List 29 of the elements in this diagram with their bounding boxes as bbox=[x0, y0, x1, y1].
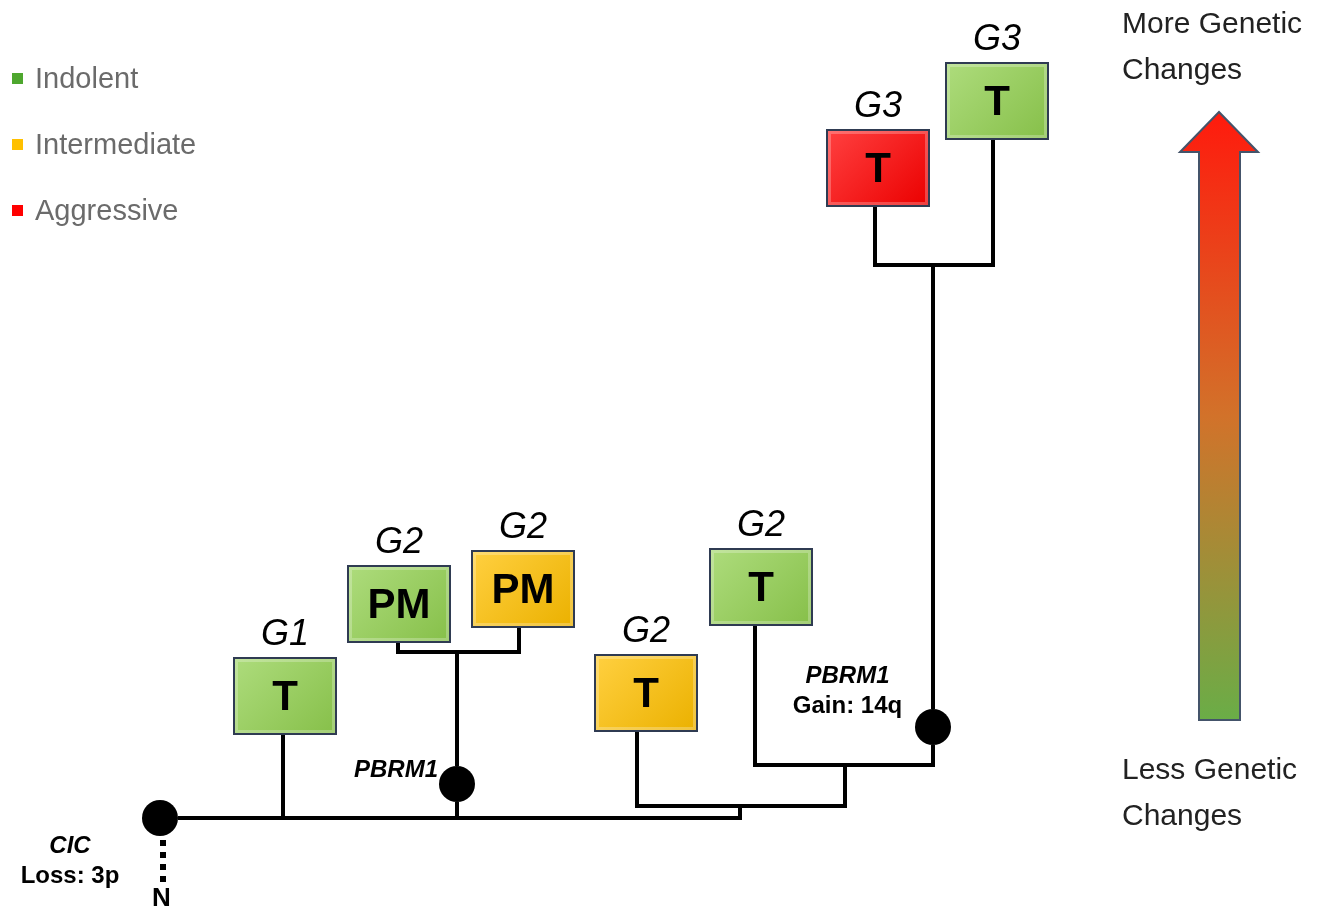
branch-point bbox=[439, 766, 475, 802]
generation-label: G2 bbox=[375, 519, 423, 563]
mutation-label: CIC bbox=[49, 830, 91, 860]
axis-caption: More Genetic Changes bbox=[1122, 5, 1304, 87]
tumor-box: T bbox=[594, 654, 698, 732]
tree-branch bbox=[455, 628, 521, 766]
generation-label: G2 bbox=[499, 504, 547, 548]
branch-point bbox=[142, 800, 178, 836]
tumor-box: T bbox=[709, 548, 813, 626]
tumor-box: T bbox=[945, 62, 1049, 140]
generation-label: G1 bbox=[261, 611, 309, 655]
tumor-box: PM bbox=[347, 565, 451, 643]
mutation-label: Gain: 14q bbox=[792, 690, 903, 720]
tumor-box: T bbox=[826, 129, 930, 207]
tumor-box: PM bbox=[471, 550, 575, 628]
legend-label: Aggressive bbox=[35, 194, 179, 226]
mutation-label: Loss: 3p bbox=[20, 860, 120, 890]
branch-point bbox=[915, 709, 951, 745]
legend-label: Intermediate bbox=[35, 128, 197, 160]
normal-label: N bbox=[152, 882, 171, 912]
generation-label: G3 bbox=[973, 16, 1021, 60]
tumor-box: T bbox=[233, 657, 337, 735]
generation-label: G2 bbox=[737, 502, 785, 546]
mutation-label: PBRM1 bbox=[805, 660, 890, 690]
axis-caption: Less Genetic Changes bbox=[1122, 751, 1299, 833]
mutation-label: PBRM1 bbox=[354, 754, 438, 784]
legend-label: Indolent bbox=[35, 62, 139, 94]
generation-label: G2 bbox=[622, 608, 670, 652]
generation-label: G3 bbox=[854, 83, 902, 127]
